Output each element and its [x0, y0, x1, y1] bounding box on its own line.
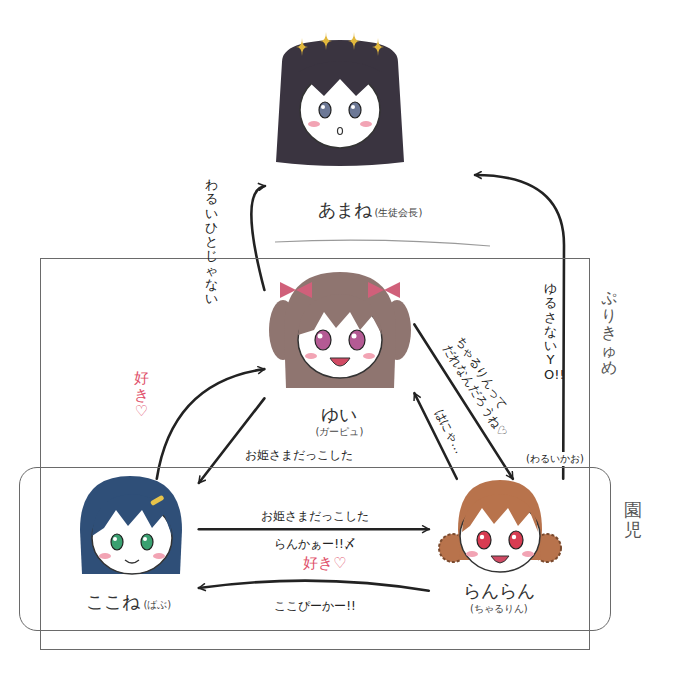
ranran-face-part [477, 531, 491, 549]
kokone-face-part [153, 553, 165, 559]
amane-face-part [319, 102, 331, 118]
relation-arrow [157, 369, 265, 479]
relation-arrow [199, 528, 429, 531]
kokone-face-part [80, 476, 182, 574]
character-name: あまね [318, 199, 372, 221]
yui-face-part [363, 353, 375, 359]
edge-label: お姫さまだっこした [245, 447, 353, 464]
edge-label: 好き♡ [303, 554, 346, 573]
ranran-face-part [480, 535, 484, 539]
character-nickname: (生徒会長) [375, 206, 423, 219]
character-node: あまね(生徒会長) [265, 35, 475, 235]
character-name: らんらん [429, 580, 569, 602]
character-node: ここね(ばぶ) [59, 479, 199, 619]
sparkle-stars-part [372, 38, 384, 56]
ranran-face [439, 480, 561, 572]
name-block: ここね(ばぶ) [59, 591, 199, 613]
character-name: ゆい [264, 404, 414, 426]
ranran-face-part [491, 556, 509, 563]
edge-label: はにゃ… [432, 406, 467, 456]
ranran-face-part [509, 531, 523, 549]
amane-face-part [308, 121, 320, 127]
kokone-face-part [141, 534, 153, 550]
relation-arrow [475, 175, 564, 479]
amane-face-part [298, 61, 382, 102]
character-name: ここね [86, 591, 140, 613]
group-heading: 園児 [624, 500, 642, 540]
divider-stroke-part [275, 240, 490, 246]
yui-face-part [368, 282, 400, 298]
edge-label: 好き♡ [134, 370, 149, 420]
amane-face-part [321, 105, 325, 109]
yui-face-part [305, 353, 317, 359]
character-node: ゆい(ガーピュ) [264, 269, 414, 441]
note-label: (わるいかお) [524, 452, 586, 466]
note-label: らんかぁー!!〆 [274, 536, 356, 553]
character-nickname: (ちゃるりん) [429, 602, 569, 615]
kokone-face-part [99, 553, 111, 559]
ranran-face-part [462, 494, 538, 532]
group-heading: ぷりきゅめ [601, 289, 617, 377]
name-block: あまね(生徒会長) [265, 199, 475, 221]
edge-label: わるいひとじゃない [205, 178, 218, 307]
note-label: ここぴーかー!! [274, 598, 356, 615]
yui-face-part [298, 294, 382, 335]
kokone-face-part [92, 494, 172, 536]
relation-arrow [199, 581, 429, 591]
kokone-face-part [125, 560, 139, 563]
character-nickname: (ばぶ) [143, 598, 171, 611]
sparkle-stars [296, 32, 384, 56]
sparkle-stars-part [296, 38, 308, 56]
yui-face-part [315, 330, 331, 350]
yui-face-part [280, 282, 312, 298]
amane-face [276, 40, 404, 166]
kokone-face [80, 476, 182, 574]
amane-face-part [360, 121, 372, 127]
amane-face-part [351, 105, 355, 109]
name-block: ゆい(ガーピュ) [264, 404, 414, 439]
relation-arrow [251, 186, 265, 290]
yui-face-part [352, 334, 357, 339]
yui-face-part [349, 330, 365, 350]
yui-face-part [318, 334, 323, 339]
edge-label: ゆるさないYO!! [544, 282, 557, 382]
amane-face-part [338, 128, 343, 135]
sparkle-stars-part [320, 32, 332, 50]
divider-stroke [275, 240, 490, 246]
edge-label: お姫さまだっこした [261, 508, 369, 525]
yui-face-part [330, 358, 350, 366]
kokone-face-part [150, 495, 165, 506]
character-nickname: (ガーピュ) [264, 425, 414, 438]
ranran-face-part [466, 551, 478, 557]
ranran-face-part [512, 535, 516, 539]
character-node: らんらん(ちゃるりん) [429, 479, 569, 619]
yui-face [269, 272, 411, 388]
kokone-face-part [111, 534, 123, 550]
ranran-face-part [522, 551, 534, 557]
kokone-face-part [143, 537, 147, 541]
kokone-face-part [113, 537, 117, 541]
sparkle-stars-part [348, 32, 360, 50]
amane-face-part [349, 102, 361, 118]
name-block: らんらん(ちゃるりん) [429, 580, 569, 615]
amane-face-part [276, 40, 404, 166]
relation-arrow [199, 398, 265, 483]
